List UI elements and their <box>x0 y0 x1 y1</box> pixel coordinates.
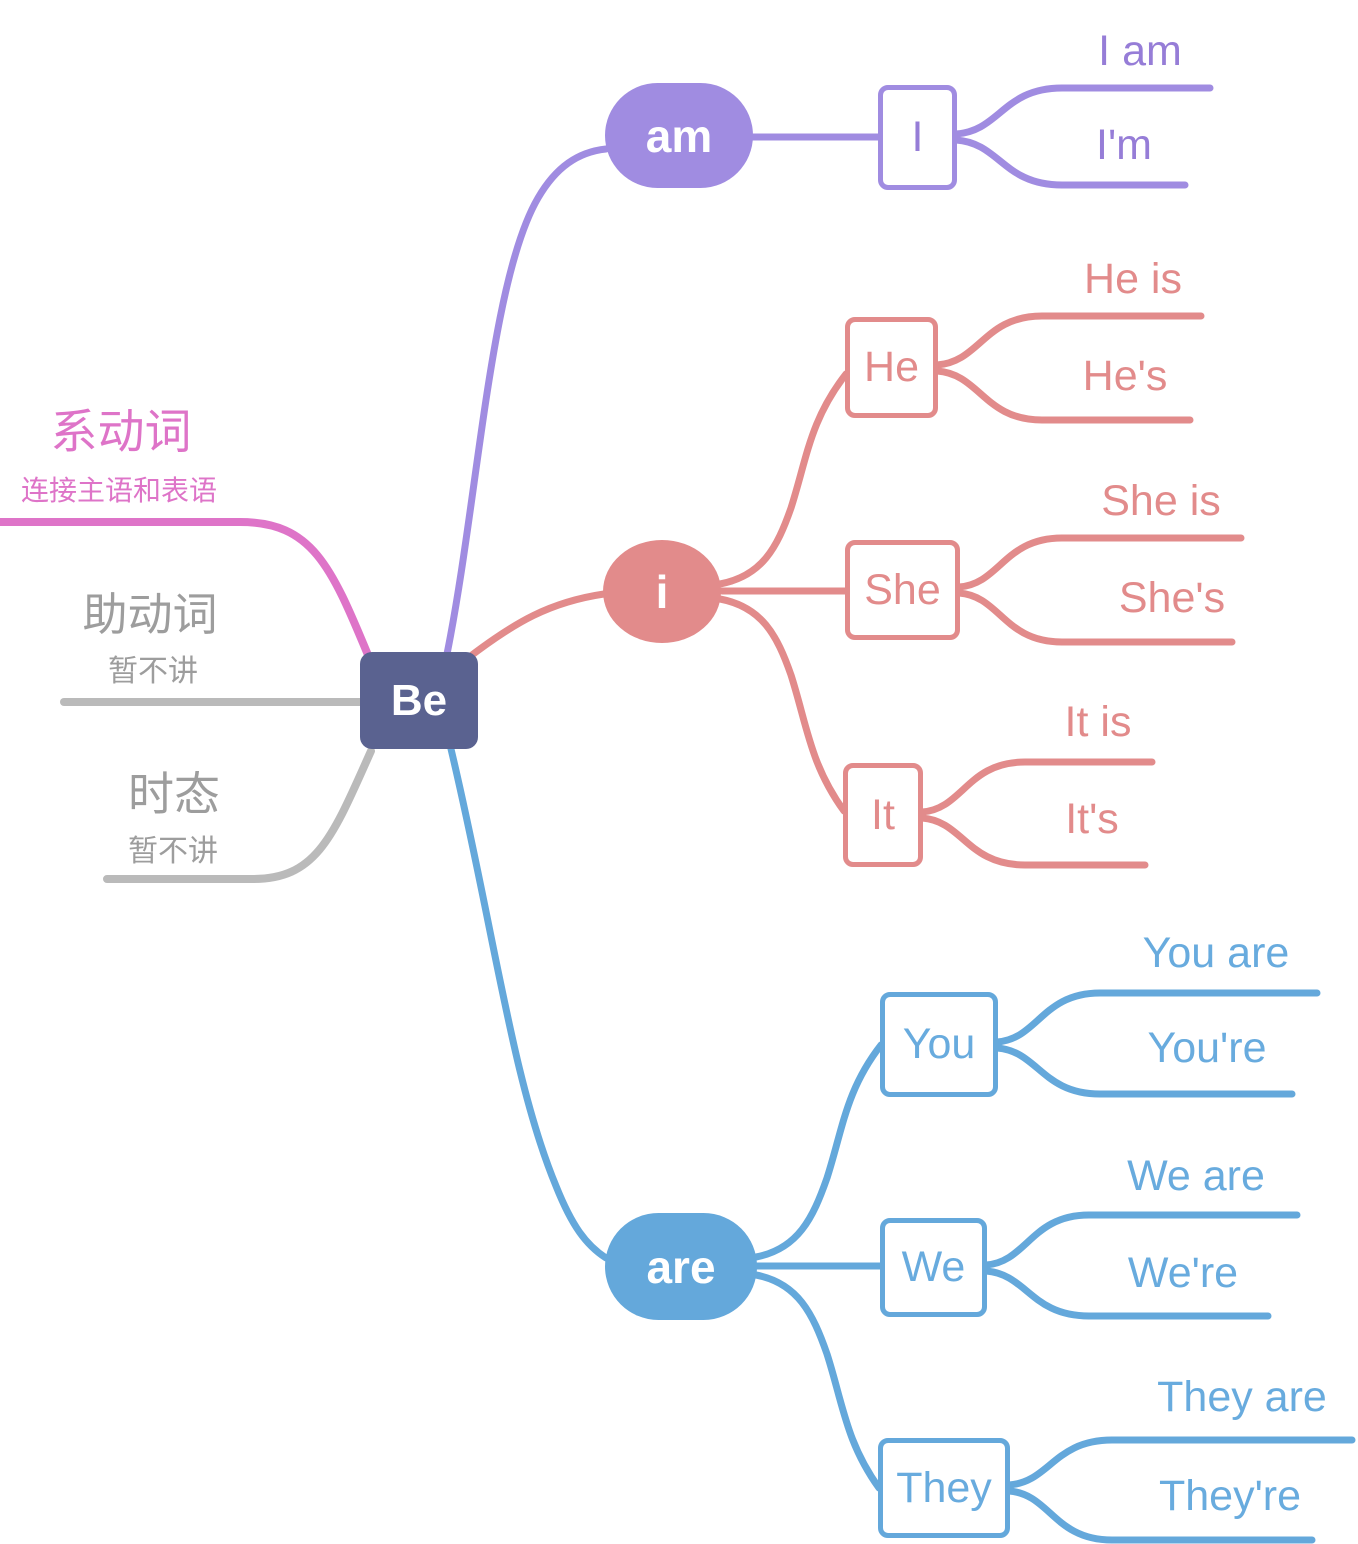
child-node-they[interactable]: They <box>878 1438 1010 1538</box>
connector-are-you <box>752 1041 885 1261</box>
root-node-be[interactable]: Be <box>360 652 478 749</box>
connector-you-youare <box>993 989 1321 1046</box>
node-linking-verb-title[interactable]: 系动词 <box>50 405 192 458</box>
child-node-he[interactable]: He <box>845 317 938 418</box>
leaf-node-its[interactable]: It's <box>1065 795 1119 843</box>
leaf-node-you-are[interactable]: You are <box>1142 929 1290 977</box>
leaf-node-shes[interactable]: She's <box>1118 574 1226 622</box>
leaf-node-he-is[interactable]: He is <box>1084 255 1182 303</box>
connector-it-itis <box>918 758 1156 816</box>
connector-are-they <box>752 1271 883 1492</box>
node-tense-title[interactable]: 时态 <box>128 768 220 820</box>
leaf-node-they-are[interactable]: They are <box>1157 1373 1327 1421</box>
leaf-node-i-am[interactable]: I am <box>1098 27 1182 75</box>
connector-I-im <box>952 136 1189 189</box>
child-node-we[interactable]: We <box>880 1218 987 1317</box>
node-auxiliary-verb-subtitle[interactable]: 暂不讲 <box>108 655 198 688</box>
branch-node-am[interactable]: am <box>605 83 753 188</box>
connector-be-am <box>443 145 610 658</box>
connector-they-theyre <box>1005 1487 1316 1544</box>
branch-line-shitai <box>103 747 375 883</box>
leaf-node-theyre[interactable]: They're <box>1158 1472 1302 1520</box>
connector-be-i <box>464 590 608 662</box>
connector-i-he <box>716 370 850 588</box>
connector-he-heis <box>933 312 1205 369</box>
child-node-I[interactable]: I <box>878 85 957 190</box>
leaf-node-it-is[interactable]: It is <box>1064 698 1132 746</box>
node-tense-subtitle[interactable]: 暂不讲 <box>128 835 218 868</box>
connector-they-theyare <box>1005 1436 1356 1489</box>
connector-you-youre <box>993 1044 1296 1098</box>
connector-we-weare <box>982 1211 1301 1269</box>
branch-line-xidongci <box>0 518 372 659</box>
child-node-it[interactable]: It <box>843 763 923 867</box>
child-node-she[interactable]: She <box>845 540 960 640</box>
leaf-node-im[interactable]: I'm <box>1096 121 1152 169</box>
connector-she-shes <box>955 589 1236 646</box>
connector-be-are <box>447 745 610 1262</box>
branch-node-are[interactable]: are <box>605 1213 757 1320</box>
node-linking-verb-subtitle[interactable]: 连接主语和表语 <box>20 475 217 506</box>
connector-we-were <box>982 1267 1272 1320</box>
child-node-you[interactable]: You <box>880 992 998 1097</box>
leaf-node-youre[interactable]: You're <box>1147 1024 1267 1072</box>
connector-I-iam <box>952 84 1214 138</box>
branch-node-i[interactable]: i <box>603 540 721 643</box>
node-auxiliary-verb-title[interactable]: 助动词 <box>82 589 218 640</box>
leaf-node-we-are[interactable]: We are <box>1127 1152 1265 1200</box>
connector-it-its <box>918 814 1149 869</box>
leaf-node-hes[interactable]: He's <box>1082 352 1168 400</box>
leaf-node-were[interactable]: We're <box>1127 1249 1239 1297</box>
connector-she-sheis <box>955 534 1245 591</box>
connector-i-it <box>716 595 848 815</box>
leaf-node-she-is[interactable]: She is <box>1101 477 1221 525</box>
connector-he-hes <box>933 367 1194 424</box>
